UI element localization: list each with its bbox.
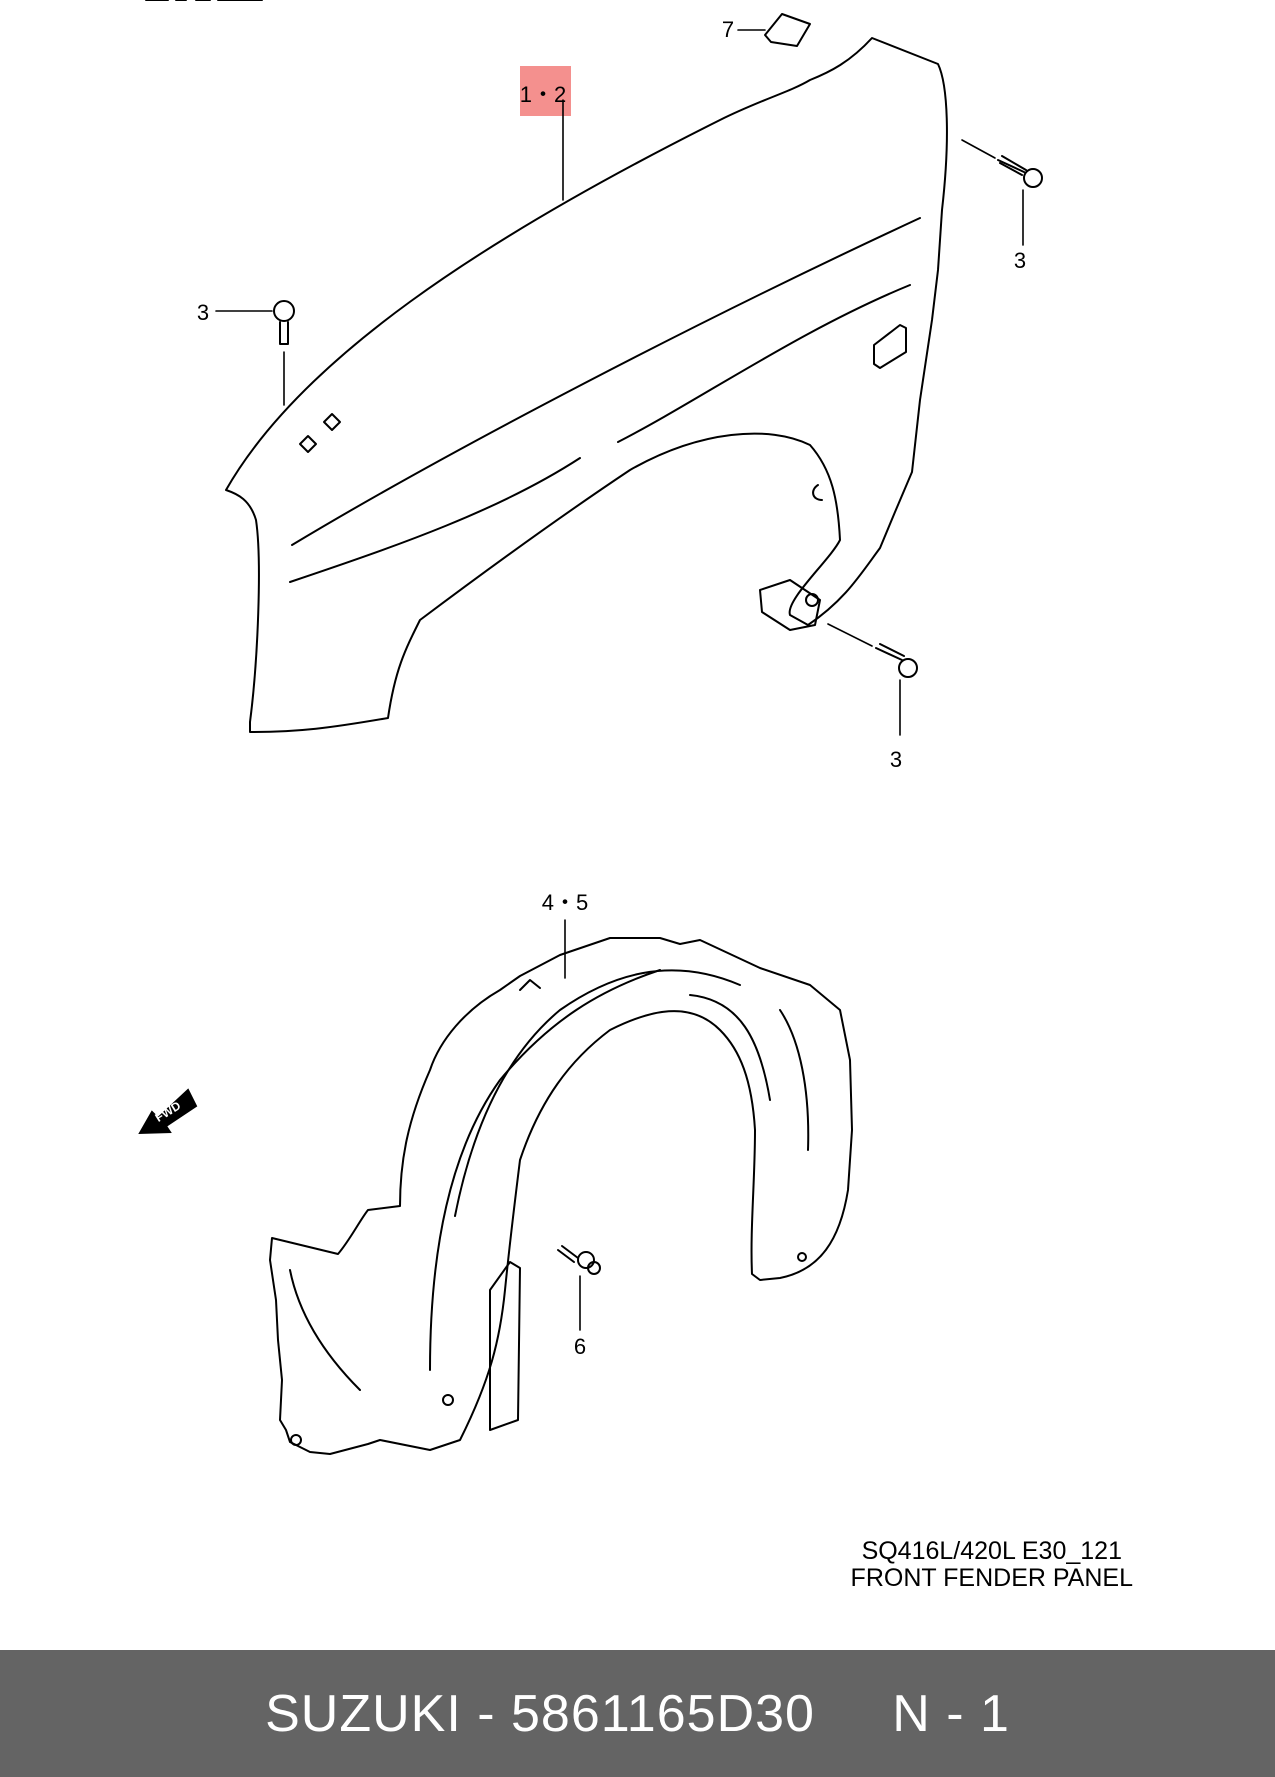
liner-inner-rib-2 (429, 969, 661, 1371)
liner-clip (557, 1245, 601, 1275)
clip-head (577, 1251, 595, 1269)
caption-title: FRONT FENDER PANEL (850, 1564, 1133, 1592)
callout-bolt-left: 3 (197, 300, 209, 325)
bolt-top-right (997, 155, 1043, 188)
liner-hole-2 (442, 1394, 454, 1406)
fender-crease-lower (289, 457, 581, 583)
fender-hole-2 (323, 413, 341, 431)
fender-liner (269, 937, 853, 1455)
callout-bolt-lower-right: 3 (890, 747, 902, 772)
caption-model-code: SQ416L/420L E30_121 (861, 1537, 1122, 1565)
fender-hole-1 (299, 435, 317, 453)
callout-bolt-top-right: 3 (1014, 248, 1026, 273)
footer-brand: SUZUKI (265, 1684, 462, 1743)
liner-hole-1 (290, 1434, 302, 1446)
footer-separator: - (461, 1684, 511, 1743)
liner-arch-inner (689, 994, 771, 1101)
callout-liner: 4・5 (542, 890, 588, 915)
callout-cap: 7 (722, 17, 734, 42)
footer-gap (815, 1684, 892, 1744)
fender-outline (225, 37, 948, 733)
footer-suffix: N - 1 (892, 1684, 1010, 1743)
bolt-head (1023, 168, 1043, 188)
tab-hole (805, 593, 819, 607)
liner-outline (269, 937, 853, 1455)
clip-pin (557, 1245, 579, 1263)
liner-bracket (489, 1261, 521, 1431)
clip-cap (587, 1261, 601, 1275)
liner-hole-3 (797, 1252, 807, 1262)
liner-tab (519, 979, 541, 991)
diagram-canvas: 1・2 7 3 3 3 4・5 (138, 0, 1043, 1455)
bolt-thread (279, 321, 289, 345)
liner-front-rib (289, 1269, 361, 1391)
bolt-head (273, 300, 295, 322)
callout-fender: 1・2 (520, 82, 566, 107)
bolt-left (273, 300, 295, 345)
footer-part-number: 5861165D30 (510, 1684, 815, 1743)
fender-mounting-tab (759, 579, 821, 631)
callout-clip: 6 (574, 1334, 586, 1359)
cap-shape (764, 13, 811, 47)
fwd-arrow: FWD (138, 1088, 198, 1135)
diagram-caption: SQ416L/420L E30_121 FRONT FENDER PANEL (851, 1538, 1133, 1592)
fwd-arrow-shape (138, 1088, 198, 1135)
fender-crease-upper (291, 217, 921, 546)
bolt-thread (875, 643, 905, 661)
leader-bolt-lower-right-diag (827, 623, 873, 647)
parts-diagram: 1・2 7 3 3 3 4・5 (138, 0, 1133, 1592)
bolt-lower-right (875, 643, 918, 678)
bolt-shank (999, 162, 1023, 176)
fender-cap (764, 13, 811, 47)
bolt-head (898, 658, 918, 678)
wheel-arch-bracket (812, 484, 823, 501)
fender-crease-rear (617, 284, 911, 443)
bolt-thread (997, 155, 1027, 173)
liner-inner-rib-1 (454, 969, 741, 1217)
front-fender-panel (225, 37, 948, 733)
part-footer-bar: SUZUKI - 5861165D30 N - 1 (0, 1650, 1275, 1777)
side-marker-opening (873, 324, 907, 369)
leader-bolt-top-right-diag (961, 139, 996, 159)
liner-arch-rib (779, 1009, 810, 1151)
